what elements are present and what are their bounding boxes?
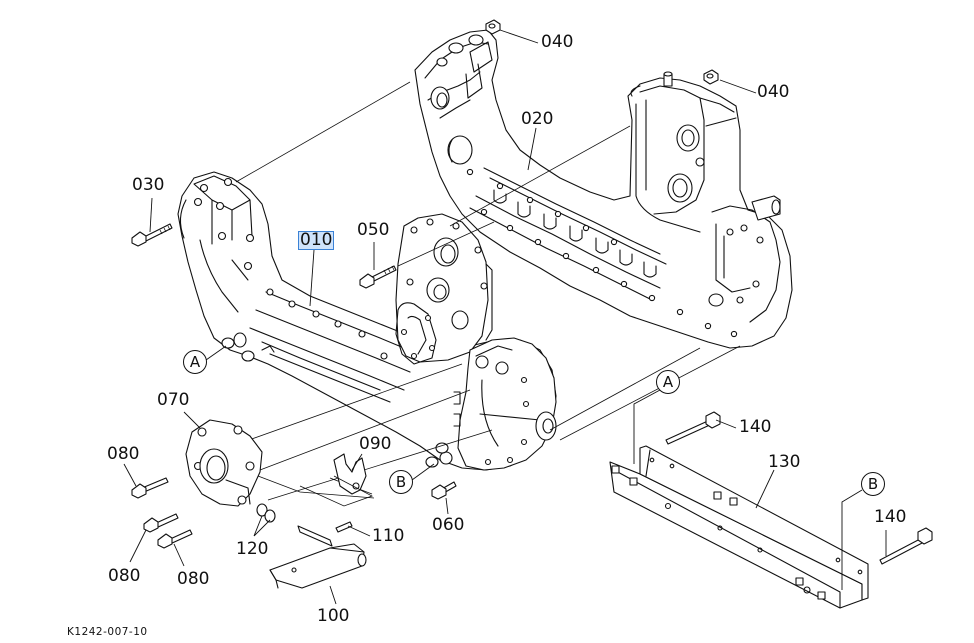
bolt-030[interactable] [131, 223, 173, 247]
reference-marker-b-right: B [861, 472, 885, 496]
callout-120[interactable]: 120 [236, 539, 269, 559]
callout-040-right[interactable]: 040 [757, 82, 790, 102]
reference-marker-a-left: A [183, 350, 207, 374]
part-090-fork[interactable] [299, 453, 373, 507]
callout-100[interactable]: 100 [317, 606, 350, 626]
part-130-bracket[interactable] [609, 445, 869, 609]
part-120-orings[interactable] [256, 503, 276, 523]
callout-050[interactable]: 050 [357, 220, 390, 240]
bolt-080-c[interactable] [157, 529, 193, 549]
callout-090[interactable]: 090 [359, 434, 392, 454]
callout-070[interactable]: 070 [157, 390, 190, 410]
alignment-lines [231, 81, 741, 501]
drawing-code: K1242-007-10 [67, 626, 148, 638]
bolt-050[interactable] [359, 265, 397, 289]
callout-140-upper[interactable]: 140 [739, 417, 772, 437]
callout-080-lower-left[interactable]: 080 [108, 566, 141, 586]
bolt-060[interactable] [431, 481, 457, 500]
callout-020[interactable]: 020 [521, 109, 554, 129]
callout-130[interactable]: 130 [768, 452, 801, 472]
bolt-140-a[interactable] [665, 411, 721, 445]
callout-leaders [123, 29, 887, 605]
bolt-080-b[interactable] [143, 513, 179, 533]
part-100-lever[interactable] [269, 525, 367, 589]
part-010-bell-housing[interactable] [425, 337, 557, 471]
callout-110[interactable]: 110 [372, 526, 405, 546]
bolt-080-a[interactable] [131, 477, 169, 499]
callout-060[interactable]: 060 [432, 515, 465, 535]
reference-marker-b-left: B [389, 470, 413, 494]
part-110-pin[interactable] [335, 521, 353, 533]
part-020-frame[interactable] [414, 29, 793, 349]
reference-marker-a-right: A [656, 370, 680, 394]
part-070-holder[interactable] [185, 419, 263, 507]
callout-140-lower[interactable]: 140 [874, 507, 907, 527]
nut-040-b[interactable] [703, 69, 719, 85]
nut-040-a[interactable] [485, 19, 501, 35]
callout-080-lower-right[interactable]: 080 [177, 569, 210, 589]
callout-080-upper[interactable]: 080 [107, 444, 140, 464]
part-010-gear-case[interactable] [395, 213, 493, 365]
callout-030[interactable]: 030 [132, 175, 165, 195]
callout-010-selected[interactable]: 010 [297, 230, 335, 250]
part-010-housing[interactable] [177, 171, 557, 471]
callout-040-top[interactable]: 040 [541, 32, 574, 52]
bolt-140-b[interactable] [879, 527, 933, 565]
